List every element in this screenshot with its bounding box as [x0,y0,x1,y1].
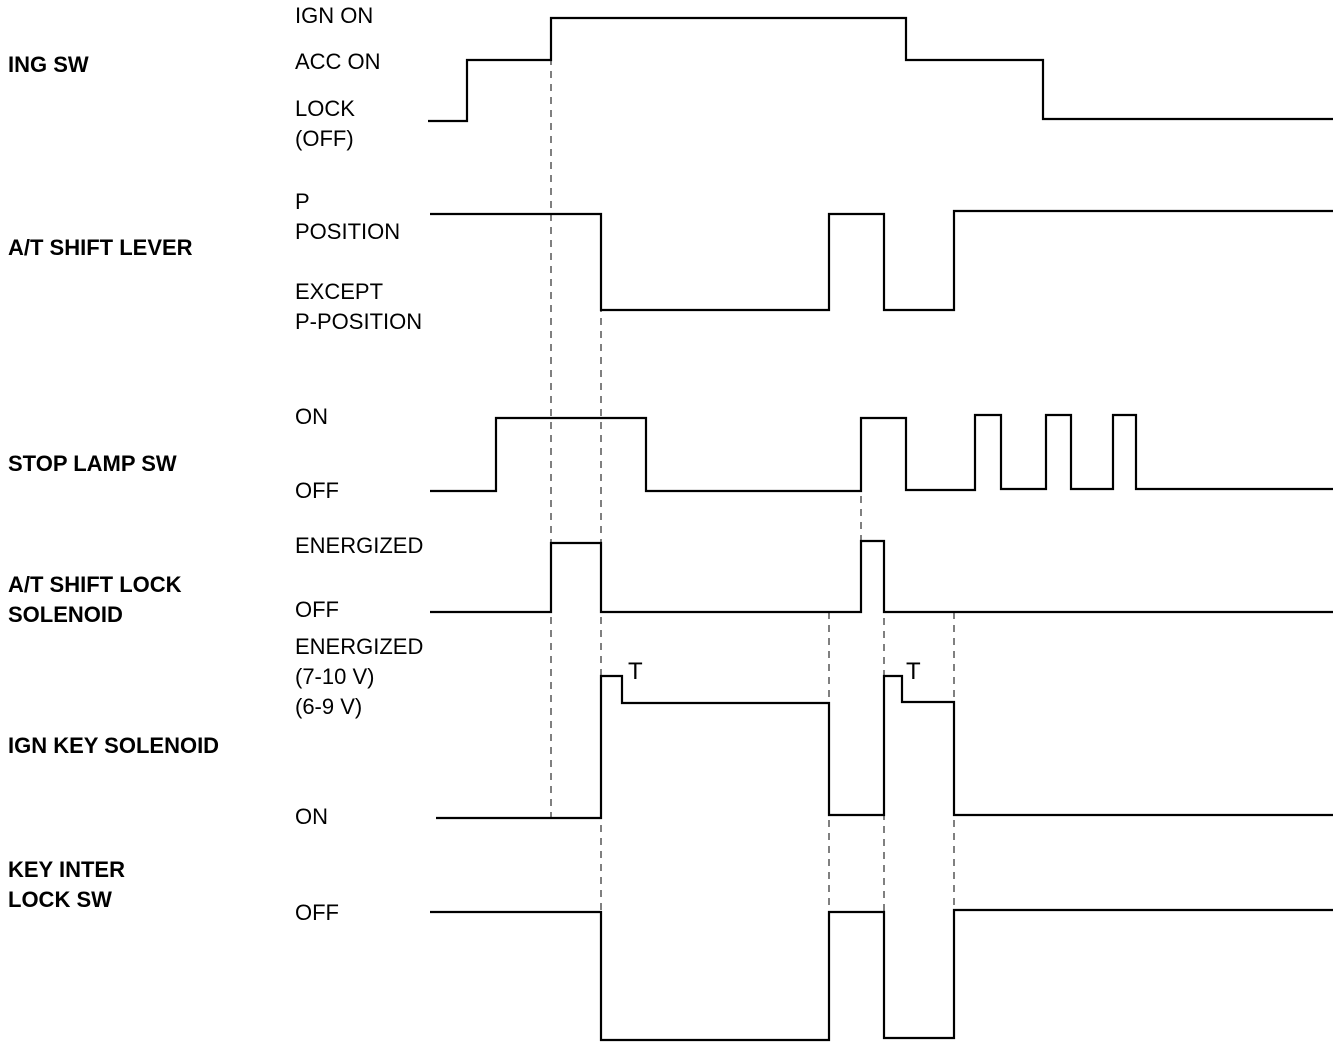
signal-name-ign-sw: ING SW [8,52,89,77]
waveform-stop-lamp-sw [430,413,1333,493]
state-label-7-10v: (7-10 V) [295,664,374,689]
guide-lines [550,58,955,1040]
signal-name-at-shift-lock-solenoid-line2: SOLENOID [8,602,123,627]
signal-name-at-shift-lever: A/T SHIFT LEVER [8,235,193,260]
waveform-ign-key-solenoid [436,674,1333,820]
t-marker: T [628,658,643,685]
state-label-stop-on: ON [295,404,328,429]
state-label-solenoid-energized: ENERGIZED [295,533,423,558]
t-markers: T T [628,658,921,685]
state-label-key-on: ON [295,804,328,829]
state-label-solenoid-off: OFF [295,597,339,622]
state-labels: IGN ON ACC ON LOCK (OFF) P POSITION EXCE… [295,3,423,925]
signal-names: ING SW A/T SHIFT LEVER STOP LAMP SW A/T … [8,52,219,912]
signal-name-ign-key-solenoid: IGN KEY SOLENOID [8,733,219,758]
state-label-key-energized: ENERGIZED [295,634,423,659]
signal-name-key-interlock-sw-line2: LOCK SW [8,887,112,912]
waveform-ign-sw [428,16,1333,123]
waveforms [428,16,1333,1042]
state-label-p-position: P-POSITION [295,309,422,334]
waveform-at-shift-lever [430,209,1333,312]
state-label-position: POSITION [295,219,400,244]
signal-name-key-interlock-sw-line1: KEY INTER [8,857,125,882]
waveform-key-interlock-sw [430,908,1333,1042]
state-label-p: P [295,189,310,214]
state-label-stop-off: OFF [295,478,339,503]
state-label-acc-on: ACC ON [295,49,381,74]
state-label-except: EXCEPT [295,279,383,304]
state-label-off: (OFF) [295,126,354,151]
signal-name-stop-lamp-sw: STOP LAMP SW [8,451,177,476]
state-label-ign-on: IGN ON [295,3,373,28]
state-label-6-9v: (6-9 V) [295,694,362,719]
signal-name-at-shift-lock-solenoid-line1: A/T SHIFT LOCK [8,572,182,597]
state-label-interlock-off: OFF [295,900,339,925]
waveform-at-shift-lock-solenoid [430,539,1333,614]
t-marker: T [906,658,921,685]
state-label-lock: LOCK [295,96,355,121]
